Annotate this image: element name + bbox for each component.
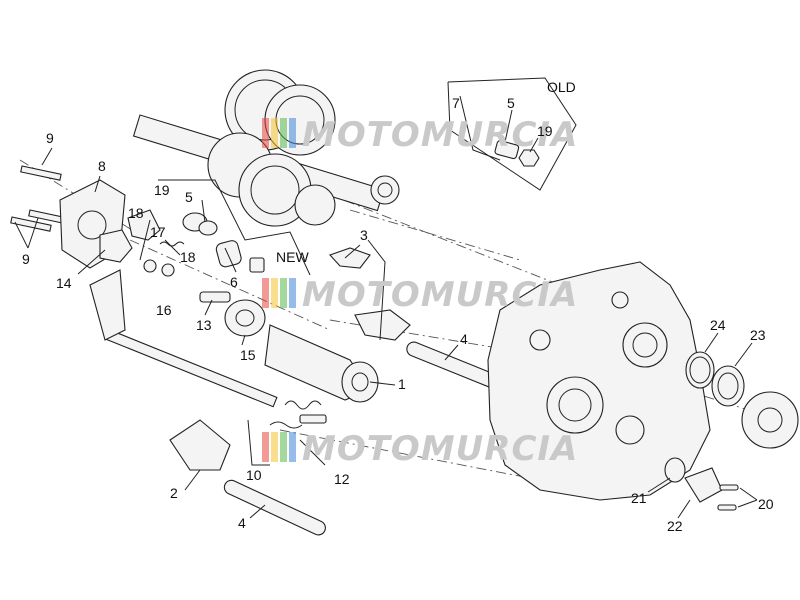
watermark-1: MOTOMURCIA (262, 115, 578, 155)
watermark-group: MOTOMURCIA MOTOMURCIA MOTOMURCIA (262, 115, 578, 469)
part-label: 23 (750, 327, 766, 343)
part-label: 3 (360, 227, 368, 243)
part-label: 15 (240, 347, 256, 363)
watermark-3: MOTOMURCIA (262, 429, 578, 469)
part-label: 4 (238, 515, 246, 531)
part-label: 7 (452, 95, 460, 111)
part-label: 13 (196, 317, 212, 333)
watermark-logo-bar-icon (289, 118, 296, 148)
left-parts (10, 165, 185, 277)
part-label: 4 (460, 331, 468, 347)
watermark-logo-bar-icon (289, 432, 296, 462)
watermark-logo-bar-icon (280, 432, 287, 462)
watermark-logo-bar-icon (262, 278, 269, 308)
gearbox-shafts (132, 69, 400, 227)
part-label: 14 (56, 275, 72, 291)
watermark-logo-bar-icon (262, 432, 269, 462)
part-label: 24 (710, 317, 726, 333)
crankcase (487, 261, 711, 501)
part-label: 18 (180, 249, 196, 265)
part-label: 9 (22, 251, 30, 267)
part-label: 5 (185, 189, 193, 205)
watermark-logo-bar-icon (271, 432, 278, 462)
part-label: 21 (631, 490, 647, 506)
part-label: 12 (334, 471, 350, 487)
leader-lines (14, 95, 758, 519)
watermark-text: MOTOMURCIA (302, 275, 578, 315)
part-label: 18 (128, 205, 144, 221)
part-label: 16 (156, 302, 172, 318)
part-label: 22 (667, 518, 683, 534)
old-parts-inset (447, 77, 577, 191)
part-label: 5 (507, 95, 515, 111)
part-label: 20 (758, 496, 774, 512)
part-label: 8 (98, 158, 106, 174)
watermark-logo-bar-icon (262, 118, 269, 148)
watermark-logo-bar-icon (280, 278, 287, 308)
part-label: 6 (230, 274, 238, 290)
part-label: 1 (398, 376, 406, 392)
part-label: 10 (246, 467, 262, 483)
watermark-2: MOTOMURCIA (262, 275, 578, 315)
watermark-logo-bar-icon (289, 278, 296, 308)
watermark-logo-bar-icon (280, 118, 287, 148)
part-label: NEW (276, 249, 309, 265)
part-label: OLD (547, 79, 576, 95)
watermark-text: MOTOMURCIA (302, 429, 578, 469)
watermark-logo-bar-icon (271, 278, 278, 308)
watermark-logo-bar-icon (271, 118, 278, 148)
part-label: 2 (170, 485, 178, 501)
part-labels: 9 8 9 14 18 17 18 16 19 5 6 13 15 NEW 3 … (22, 79, 774, 534)
part-label: 19 (537, 123, 553, 139)
part-label: 17 (150, 224, 166, 240)
right-parts (664, 351, 799, 511)
selector-assembly (89, 212, 502, 536)
part-label: 19 (154, 182, 170, 198)
watermark-text: MOTOMURCIA (302, 115, 578, 155)
part-label: 9 (46, 130, 54, 146)
